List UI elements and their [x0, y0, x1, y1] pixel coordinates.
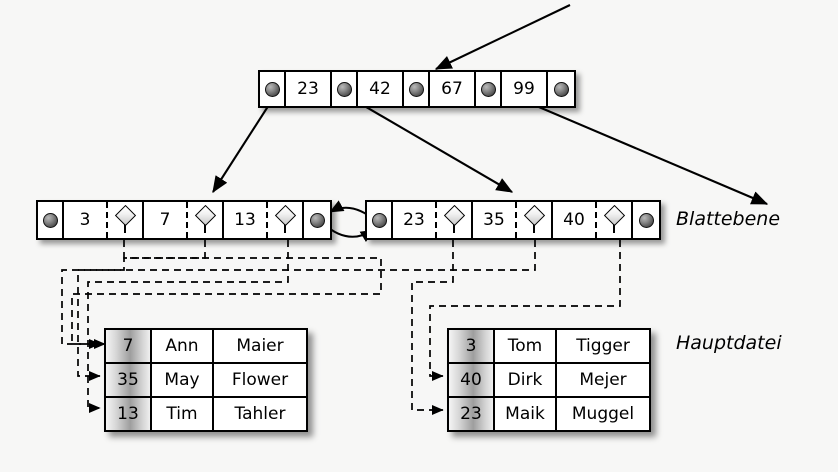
row-key: 23 [449, 398, 495, 430]
sphere-pointer-icon [371, 212, 387, 228]
root-pointer-1[interactable] [332, 72, 358, 106]
row-last-name: Muggel [557, 398, 649, 430]
root-pointer-3[interactable] [476, 72, 502, 106]
leaf-left-record-pointer-2[interactable] [268, 202, 304, 238]
leaf-right-record-pointer-1[interactable] [517, 202, 553, 238]
row-last-name: Tigger [557, 330, 649, 362]
sphere-pointer-icon [408, 81, 424, 97]
leaf-left-next-pointer[interactable] [304, 202, 330, 238]
root-key-3: 99 [502, 72, 548, 106]
leaf-left-key-0: 3 [64, 202, 108, 238]
leaf-left-record-pointer-0[interactable] [108, 202, 144, 238]
table-row[interactable]: 35 May Flower [106, 362, 306, 396]
row-last-name: Maier [214, 330, 306, 362]
table-row[interactable]: 13 Tim Tahler [106, 396, 306, 430]
root-pointer-2[interactable] [404, 72, 430, 106]
leaf-node-left[interactable]: 3 7 13 [36, 200, 332, 240]
leaf-left-key-2: 13 [224, 202, 268, 238]
table-row[interactable]: 40 Dirk Mejer [449, 362, 649, 396]
leaf-right-key-2: 40 [553, 202, 597, 238]
row-last-name: Tahler [214, 398, 306, 430]
sphere-pointer-icon [336, 81, 352, 97]
row-key: 3 [449, 330, 495, 362]
sphere-pointer-icon [264, 81, 280, 97]
leaf-right-next-pointer[interactable] [633, 202, 659, 238]
leaf-left-record-pointer-1[interactable] [188, 202, 224, 238]
root-index-node[interactable]: 23 42 67 99 [258, 70, 576, 108]
arrow-root-to-right-subtree [512, 95, 769, 205]
leaf-right-record-pointer-0[interactable] [437, 202, 473, 238]
row-first-name: May [152, 364, 214, 396]
sphere-pointer-icon [638, 212, 654, 228]
root-key-2: 67 [430, 72, 476, 106]
sphere-pointer-icon [553, 81, 569, 97]
diamond-record-pointer-icon [274, 204, 296, 233]
root-pointer-4[interactable] [548, 72, 574, 106]
diamond-record-pointer-icon [523, 204, 545, 233]
row-key: 40 [449, 364, 495, 396]
label-leaf-level: Blattebene [676, 208, 781, 230]
leaf-node-right[interactable]: 23 35 40 [365, 200, 661, 240]
leaf-left-key-1: 7 [144, 202, 188, 238]
row-first-name: Tom [495, 330, 557, 362]
row-first-name: Ann [152, 330, 214, 362]
diamond-record-pointer-icon [443, 204, 465, 233]
diamond-record-pointer-icon [603, 204, 625, 233]
leaf-right-key-0: 23 [393, 202, 437, 238]
arrow-root-to-leaf-left [212, 96, 275, 194]
row-first-name: Maik [495, 398, 557, 430]
row-first-name: Tim [152, 398, 214, 430]
row-last-name: Mejer [557, 364, 649, 396]
arrow-into-root [434, 4, 571, 70]
arrow-root-to-leaf-right [348, 96, 514, 193]
sphere-pointer-icon [309, 212, 325, 228]
table-row[interactable]: 3 Tom Tigger [449, 330, 649, 362]
leaf-right-key-1: 35 [473, 202, 517, 238]
diamond-record-pointer-icon [194, 204, 216, 233]
row-last-name: Flower [214, 364, 306, 396]
data-table-left[interactable]: 7 Ann Maier 35 May Flower 13 Tim Tahler [104, 328, 308, 432]
root-key-1: 42 [358, 72, 404, 106]
table-row[interactable]: 23 Maik Muggel [449, 396, 649, 430]
row-key: 7 [106, 330, 152, 362]
row-key: 35 [106, 364, 152, 396]
row-key: 13 [106, 398, 152, 430]
row-first-name: Dirk [495, 364, 557, 396]
sphere-pointer-icon [480, 81, 496, 97]
root-key-0: 23 [286, 72, 332, 106]
data-table-right[interactable]: 3 Tom Tigger 40 Dirk Mejer 23 Maik Mugge… [447, 328, 651, 432]
table-row[interactable]: 7 Ann Maier [106, 330, 306, 362]
leaf-right-prev-pointer[interactable] [367, 202, 393, 238]
sphere-pointer-icon [42, 212, 58, 228]
leaf-left-prev-pointer[interactable] [38, 202, 64, 238]
label-main-file: Hauptdatei [676, 332, 782, 354]
root-pointer-0[interactable] [260, 72, 286, 106]
diamond-record-pointer-icon [114, 204, 136, 233]
leaf-right-record-pointer-2[interactable] [597, 202, 633, 238]
